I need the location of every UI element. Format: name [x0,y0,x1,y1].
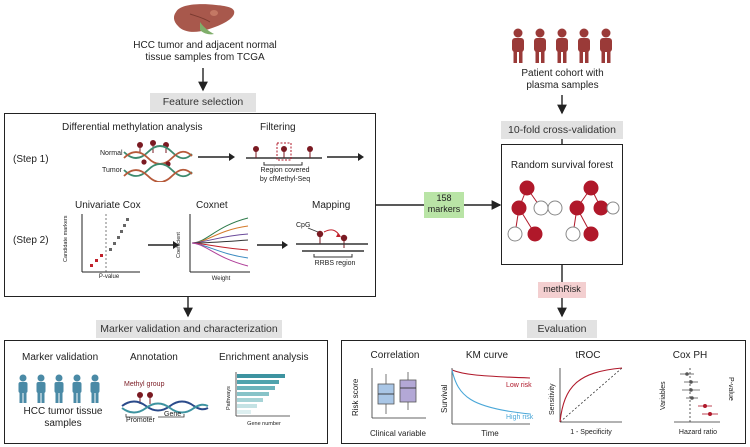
region-text-line1: Region covered [260,167,310,174]
annotation-dna-icon [121,392,209,418]
patient-text-line2: plasma samples [526,80,599,91]
evaluation-label: Evaluation [527,320,597,338]
step1-label: (Step 1) [13,154,49,165]
rsf-title: Random survival forest [510,160,614,171]
coxph-title: Cox PH [672,350,708,361]
mapping-title: Mapping [312,200,351,211]
arrow-uni-to-coxnet [148,241,179,249]
troc-plot [559,367,623,423]
pvalue-axis: P-value [98,274,120,280]
enrichment-title: Enrichment analysis [219,352,309,363]
methrisk-label: methRisk [543,284,581,294]
sensitivity-axis: Sensitivity [549,383,556,415]
cpg-label: CpG [296,222,311,229]
filtering-title: Filtering [260,122,296,133]
km-curve-plot [451,368,531,425]
tcga-text-line1: HCC tumor and adjacent normal [133,40,277,51]
risk-score-axis: Risk score [351,378,360,416]
low-risk-label: Low risk [506,382,532,389]
cv-label: 10-fold cross-validation [501,121,623,139]
markers-badge: 158 markers [424,192,464,218]
survival-axis: Survival [440,384,449,413]
km-title: KM curve [465,350,509,361]
hcc-text-line2: samples [44,418,82,429]
clinical-variable-axis: Clinical variable [369,429,427,438]
correlation-title: Correlation [370,350,420,361]
hazard-ratio-axis: Hazard ratio [678,429,718,436]
coxnet-plot [189,214,250,273]
patient-text-line1: Patient cohort with [521,68,604,79]
filtering-diagram [246,142,322,166]
markers-count: 158 [436,193,452,203]
random-forest-trees [507,180,620,242]
methyl-group-label: Methyl group [124,381,165,388]
gene-label: Gene [164,411,182,418]
mv-title: Marker validation [22,352,99,363]
dna-normal-tumor-icon [123,140,193,182]
markers-word: markers [427,204,461,214]
arrow-step1-b [327,153,364,161]
high-risk-label: High risk [506,414,534,421]
arrow-step1-a [198,153,235,161]
tcga-text-line2: tissue samples from TCGA [145,52,265,63]
methrisk-badge: methRisk [538,282,586,298]
weight-axis: Weight [211,276,231,282]
rrbs-region-label: RRBS region [314,260,356,267]
univariate-cox-title: Univariate Cox [75,200,141,211]
arrow-coxnet-to-mapping [257,241,288,249]
region-text-line2: by cfMethyl-Seq [259,176,311,183]
feature-selection-label: Feature selection [150,93,256,112]
variables-axis: Variables [660,381,667,410]
marker-validation-panel [4,340,328,444]
hcc-text-line1: HCC tumor tissue [23,406,103,417]
annotation-title: Annotation [130,352,178,363]
time-axis: Time [481,429,499,438]
mapping-diagram [296,227,368,258]
univariate-cox-plot [81,214,140,273]
troc-title: tROC [575,350,601,361]
coxph-forest-plot [674,368,720,423]
step2-label: (Step 2) [13,235,49,246]
pathways-axis: Pathways [226,386,232,410]
patient-group-icon [512,28,612,63]
promoter-label: Promoter [126,417,155,424]
coxnet-title: Coxnet [196,200,228,211]
gene-number-axis: Gene number [247,421,281,427]
candidate-markers-axis: Candidate markers [63,215,69,262]
diff-methylation-title: Differential methylation analysis [62,122,203,133]
liver-icon [173,4,235,35]
enrichment-bar-chart [235,372,290,417]
tissue-sample-people-icon [18,374,100,403]
normal-label: Normal [100,150,123,157]
coxph-pvalue-axis: P-value [727,377,734,401]
specificity-axis: 1 - Specificity [570,429,612,436]
correlation-boxplot [371,368,426,419]
marker-validation-label: Marker validation and characterization [96,320,282,338]
tumor-label: Tumor [102,167,122,174]
coefficient-axis: Coefficient [176,232,182,258]
